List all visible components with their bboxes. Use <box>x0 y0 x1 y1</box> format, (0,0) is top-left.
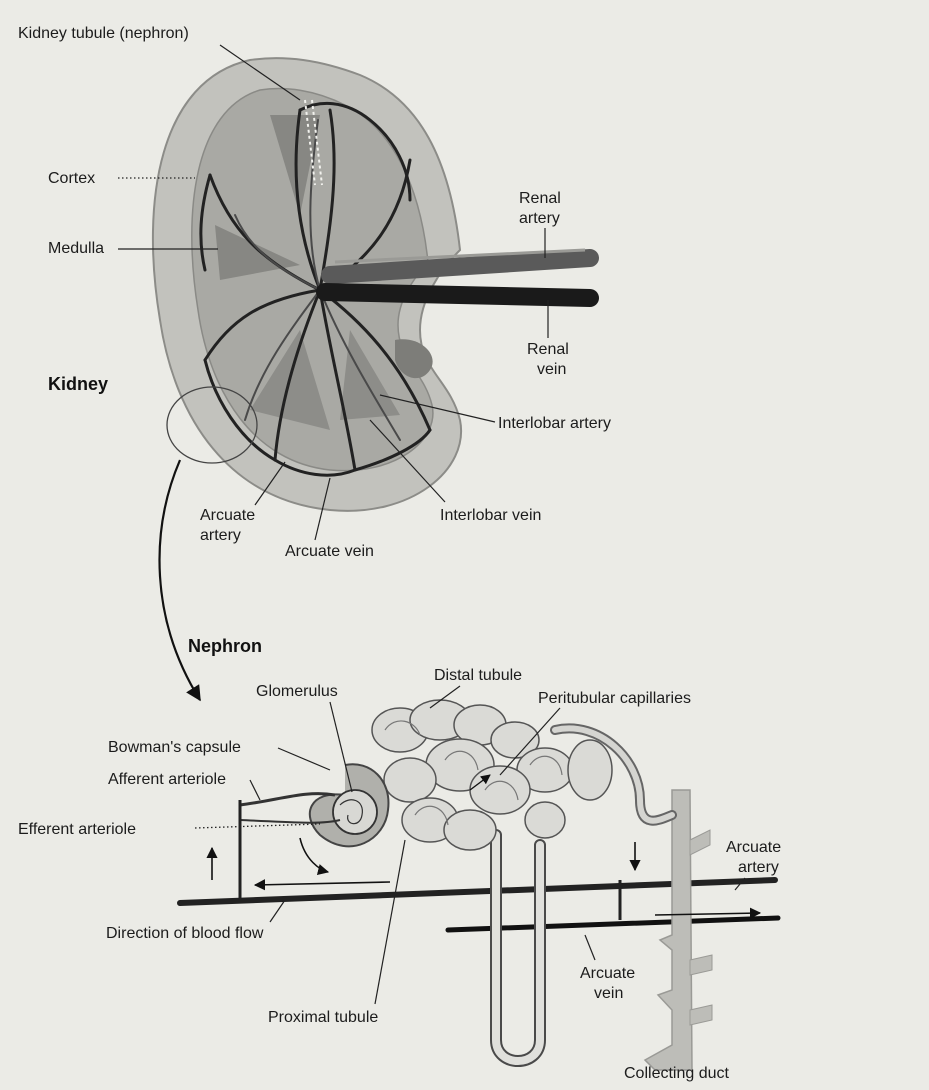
nephron-title: Nephron <box>188 636 262 656</box>
label-peritubular-capillaries: Peritubular capillaries <box>538 690 691 707</box>
label-arcuate-artery-1: Arcuate <box>726 839 781 856</box>
label-interlobar-artery: Interlobar artery <box>498 415 611 432</box>
label-arcuate-vein: Arcuate vein <box>285 543 374 560</box>
label-arcuate-artery-2: artery <box>738 859 779 876</box>
loop-of-henle <box>496 835 540 1061</box>
zoom-arrow <box>160 460 200 700</box>
label-collecting-duct: Collecting duct <box>624 1065 730 1082</box>
flow-arrow-right <box>655 913 760 915</box>
label-arcuate-artery-1: Arcuate <box>200 507 255 524</box>
label-afferent-arteriole: Afferent arteriole <box>108 771 226 788</box>
label-arcuate-vein-2: vein <box>594 985 623 1002</box>
flow-arrow-left <box>255 882 390 885</box>
label-arcuate-artery-2: artery <box>200 527 241 544</box>
label-renal-artery-2: artery <box>519 210 560 227</box>
label-kidney-tubule: Kidney tubule (nephron) <box>18 25 189 42</box>
label-renal-vein-1: Renal <box>527 341 569 358</box>
label-interlobar-vein: Interlobar vein <box>440 507 541 524</box>
flow-arrow-curve <box>300 838 328 872</box>
label-arcuate-vein-1: Arcuate <box>580 965 635 982</box>
kidney-title: Kidney <box>48 374 108 394</box>
label-medulla: Medulla <box>48 240 104 257</box>
label-proximal-tubule: Proximal tubule <box>268 1009 378 1026</box>
label-efferent-arteriole: Efferent arteriole <box>18 821 136 838</box>
kidney-illustration <box>153 58 590 511</box>
label-renal-artery-1: Renal <box>519 190 561 207</box>
renal-vein <box>325 292 590 298</box>
collecting-duct <box>645 790 692 1070</box>
glomerulus <box>333 790 377 834</box>
label-cortex: Cortex <box>48 170 95 187</box>
label-glomerulus: Glomerulus <box>256 683 338 700</box>
label-renal-vein-2: vein <box>537 361 566 378</box>
label-direction-of-blood-flow: Direction of blood flow <box>106 925 264 942</box>
label-bowmans-capsule: Bowman's capsule <box>108 739 241 756</box>
label-distal-tubule: Distal tubule <box>434 667 522 684</box>
